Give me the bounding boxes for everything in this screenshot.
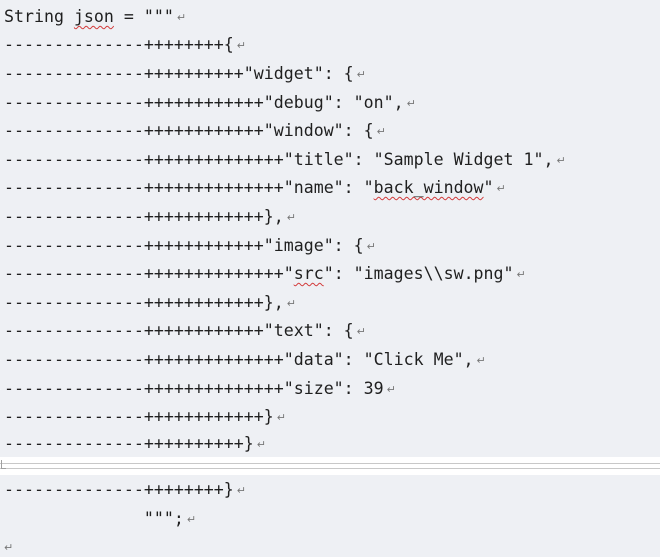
code-line: --------------++++++++++++++"title": "Sa…: [4, 146, 566, 174]
paragraph-mark-icon: ↵: [186, 513, 197, 526]
code-text: --------------++++++++++++"text": {: [4, 321, 354, 340]
code-text: --------------++++++++++"widget": {: [4, 64, 354, 83]
spellcheck-word: back_window: [373, 178, 484, 197]
paragraph-mark-icon: ↵: [256, 438, 266, 451]
code-line: --------------++++++++++++"text": {↵: [4, 317, 366, 345]
paragraph-mark-icon: ↵: [286, 211, 296, 224]
paragraph-mark-icon: ↵: [476, 354, 486, 367]
paragraph-mark-icon: ↵: [556, 154, 566, 167]
code-line: --------------++++++++++++++"data": "Cli…: [4, 346, 486, 374]
code-text: --------------++++++++++++"image": {: [4, 236, 364, 255]
code-line: --------------++++++++++++"image": {↵: [4, 232, 376, 260]
code-line: --------------++++++++++++},↵: [4, 289, 296, 317]
code-line: --------------++++++++++++"window": {↵: [4, 117, 386, 145]
code-text: --------------++++++++++++++"data": "Cli…: [4, 350, 474, 369]
paragraph-mark-icon: ↵: [406, 97, 416, 110]
paragraph-mark-icon: ↵: [356, 68, 366, 81]
code-text: --------------++++++++++}: [4, 434, 254, 453]
spellcheck-word: json: [73, 7, 114, 26]
code-line: --------------++++++++++++++"src": "imag…: [4, 260, 526, 288]
code-text: --------------++++++++++++"window": {: [4, 121, 374, 140]
paragraph-mark-icon: ↵: [356, 325, 366, 338]
paragraph-mark-icon: ↵: [496, 182, 506, 195]
code-block-bottom: --------------++++++++}↵ """;↵: [0, 475, 660, 557]
code-line: String json = """↵: [4, 3, 186, 31]
paragraph-mark-icon: ↵: [386, 383, 396, 396]
paragraph-mark-icon: ↵: [516, 268, 526, 281]
paragraph-mark-icon: ↵: [236, 484, 246, 497]
code-text: --------------++++++++++++}: [4, 407, 274, 426]
code-line: --------------++++++++++}↵: [4, 432, 266, 456]
paragraph-mark-icon: ↵: [176, 11, 187, 24]
spellcheck-word: src: [293, 264, 324, 283]
code-text: --------------++++++++++++},: [4, 207, 284, 226]
code-text: --------------++++++++}: [4, 480, 234, 499]
code-text: --------------++++++++++++},: [4, 293, 284, 312]
code-text: --------------++++++++++++++": [4, 264, 294, 283]
code-line: --------------++++++++++++},↵: [4, 203, 296, 231]
code-line: --------------++++++++++++}↵: [4, 403, 286, 431]
paragraph-mark-icon: ↵: [376, 125, 386, 138]
table-border-line: [0, 468, 660, 469]
code-text: ": [483, 178, 494, 197]
code-text: = """: [113, 7, 174, 26]
code-line: --------------++++++++}↵: [4, 476, 246, 504]
table-border-line: [0, 463, 660, 464]
table-corner-mark-icon: [1, 460, 6, 469]
code-text: """;: [4, 509, 184, 528]
code-text: ": "images\\sw.png": [323, 264, 514, 283]
code-text: --------------++++++++++++++"size": 39: [4, 379, 384, 398]
paragraph-mark-icon: ↵: [236, 39, 246, 52]
code-text: --------------++++++++{: [4, 35, 234, 54]
paragraph-mark-icon: ↵: [276, 411, 286, 424]
code-text: --------------++++++++++++++"name": ": [4, 178, 374, 197]
paragraph-mark-icon: ↵: [286, 297, 296, 310]
code-line: --------------++++++++++++++"name": "bac…: [4, 174, 506, 202]
code-block-top: String json = """↵ --------------+++++++…: [0, 0, 660, 457]
code-line: --------------++++++++++++"debug": "on",…: [4, 89, 416, 117]
code-line: --------------++++++++++++++"size": 39↵: [4, 375, 396, 403]
paragraph-mark-icon: ↵: [366, 240, 376, 253]
code-text: --------------++++++++++++++"title": "Sa…: [4, 150, 554, 169]
code-line: """;↵: [4, 505, 196, 533]
paragraph-mark-icon: ↵: [4, 541, 14, 554]
code-text: --------------++++++++++++"debug": "on",: [4, 93, 404, 112]
code-line: --------------++++++++++"widget": {↵: [4, 60, 366, 88]
code-text: String: [4, 7, 74, 26]
code-line: --------------++++++++{↵: [4, 31, 246, 59]
